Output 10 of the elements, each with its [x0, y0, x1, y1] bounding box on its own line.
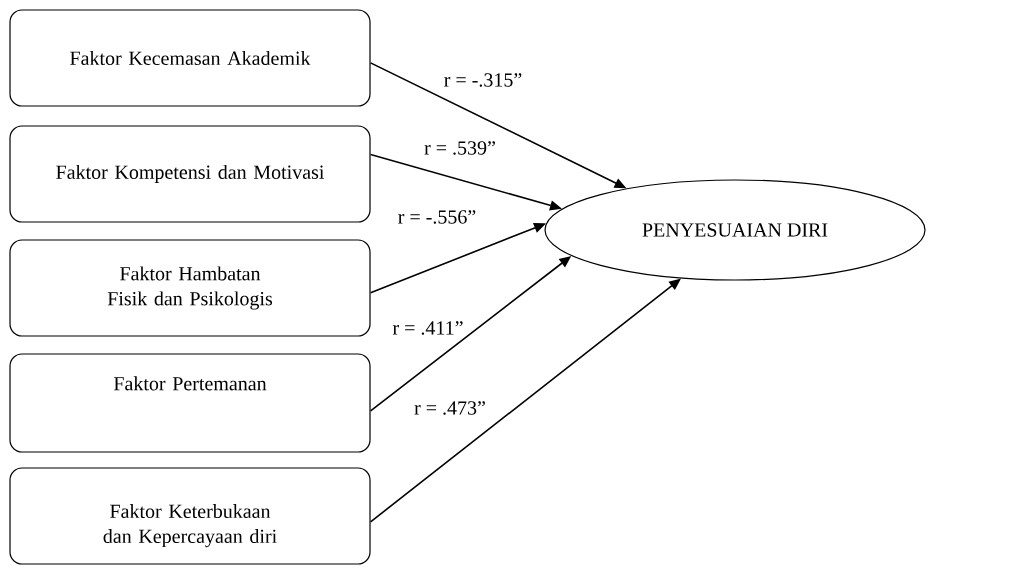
- factor-box: Faktor Pertemanan: [9, 353, 371, 453]
- edge-label: r = .473”: [413, 400, 487, 416]
- factor-box: Faktor Kecemasan Akademik: [9, 9, 371, 107]
- factor-box: Faktor Hambatan Fisik dan Psikologis: [9, 239, 371, 337]
- factor-box: Faktor Kompetensi dan Motivasi: [9, 125, 371, 223]
- edge-label: r = -.556”: [396, 209, 478, 225]
- edge-label: r = -.315”: [442, 72, 524, 88]
- edge-label: r = .411”: [391, 320, 465, 336]
- edge-label: r = .539”: [423, 140, 497, 156]
- factor-box: Faktor Keterbukaan dan Kepercayaan diri: [9, 467, 371, 565]
